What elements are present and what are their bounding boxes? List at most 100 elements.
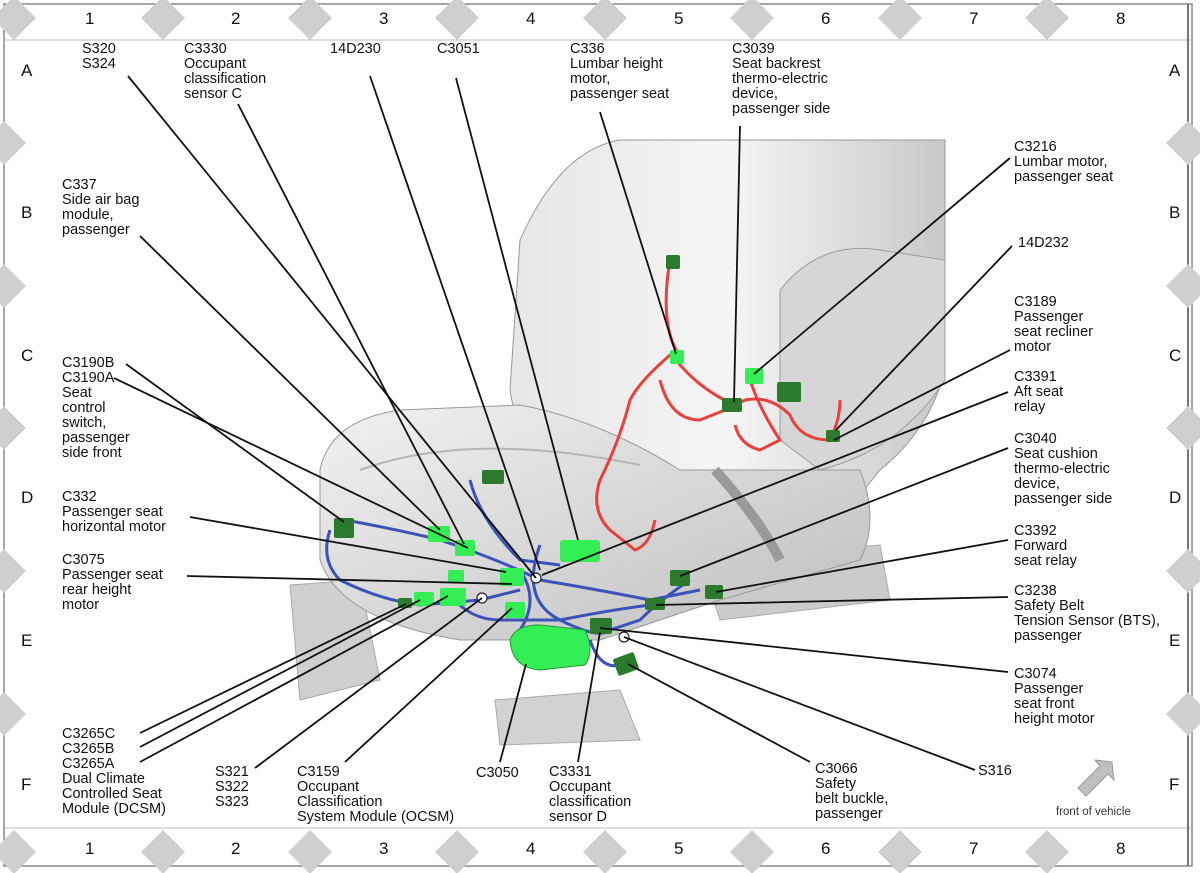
grid-col-top-8: 8 bbox=[1116, 9, 1126, 28]
grid-col-bottom-3: 3 bbox=[379, 839, 389, 858]
leader-c3331 bbox=[577, 631, 601, 763]
connector-c3216 bbox=[722, 398, 742, 412]
grid-col-top-3: 3 bbox=[379, 9, 389, 28]
connector-c3074 bbox=[590, 618, 612, 634]
callout-c3075: C3075 Passenger seat rear height motor bbox=[62, 552, 163, 613]
callout-c336: C336 Lumbar height motor, passenger seat bbox=[570, 41, 670, 102]
grid-col-bottom-5: 5 bbox=[674, 839, 684, 858]
connector-c3040 bbox=[560, 540, 600, 562]
leader-c337 bbox=[139, 235, 441, 531]
grid-diamond-bottom-0 bbox=[0, 830, 36, 873]
callout-c3066: C3066 Safety belt buckle, passenger bbox=[815, 761, 889, 822]
grid-diamond-right-3 bbox=[1166, 549, 1200, 593]
connector-c3238 bbox=[645, 598, 665, 610]
callout-c3159: C3159 Occupant Classification System Mod… bbox=[297, 764, 455, 825]
connector-c3075 bbox=[448, 570, 464, 582]
grid-diamond-bottom-5 bbox=[730, 830, 774, 873]
grid-diamond-top-1 bbox=[141, 0, 185, 40]
grid-diamond-top-3 bbox=[435, 0, 479, 40]
backrest-bolster bbox=[779, 247, 946, 471]
leader-c3265a bbox=[139, 595, 449, 763]
callout-14d230: 14D230 bbox=[330, 41, 381, 57]
connector-c3159 bbox=[505, 602, 525, 618]
callout-s316: S316 bbox=[978, 763, 1012, 779]
callout-14d232: 14D232 bbox=[1018, 235, 1069, 251]
connector-c336 bbox=[666, 255, 680, 269]
leader-c3040 bbox=[679, 447, 1009, 577]
grid-diamond-bottom-3 bbox=[435, 830, 479, 873]
callout-c3330: C3330 Occupant classification sensor C bbox=[184, 41, 267, 102]
leader-s316 bbox=[623, 636, 976, 771]
leader-14d232 bbox=[835, 245, 1013, 431]
grid-col-bottom-2: 2 bbox=[231, 839, 241, 858]
callout-s321: S321 S322 S323 bbox=[215, 764, 249, 810]
grid-row-left-C: C bbox=[21, 346, 34, 365]
connector-c336-inline bbox=[670, 350, 684, 364]
connector-c3189 bbox=[777, 382, 801, 402]
grid-col-bottom-4: 4 bbox=[526, 839, 536, 858]
front-arrow-icon bbox=[1077, 759, 1115, 797]
leader-c3391 bbox=[541, 391, 1009, 576]
leader-c3190b bbox=[125, 363, 345, 523]
grid-diamond-bottom-1 bbox=[141, 830, 185, 873]
grid-diamond-bottom-6 bbox=[878, 830, 922, 873]
grid-col-top-1: 1 bbox=[85, 9, 95, 28]
grid-diamond-bottom-4 bbox=[583, 830, 627, 873]
callout-c3190: C3190B C3190A Seat control switch, passe… bbox=[62, 355, 130, 461]
leader-c3265b bbox=[139, 599, 421, 748]
grid-row-right-C: C bbox=[1169, 346, 1182, 365]
grid-row-left-B: B bbox=[21, 203, 33, 222]
connector-c3066 bbox=[613, 652, 639, 676]
front-of-vehicle-label: front of vehicle bbox=[1056, 806, 1131, 818]
grid-diamond-left-4 bbox=[0, 692, 26, 736]
connector-c3051 bbox=[482, 470, 504, 484]
grid-row-right-F: F bbox=[1169, 775, 1180, 794]
leader-c3039 bbox=[733, 125, 741, 403]
grid-row-right-B: B bbox=[1169, 203, 1181, 222]
leader-c3066 bbox=[627, 663, 811, 763]
leader-c3159 bbox=[344, 607, 513, 763]
grid-col-top-7: 7 bbox=[969, 9, 979, 28]
callout-c3331: C3331 Occupant classification sensor D bbox=[549, 764, 632, 825]
grid-row-left-D: D bbox=[21, 488, 34, 507]
callout-c3050: C3050 bbox=[476, 765, 519, 781]
grid-diamond-top-5 bbox=[730, 0, 774, 40]
leader-c3189 bbox=[833, 349, 1011, 441]
connector-14d232 bbox=[826, 430, 840, 442]
grid-row-left-A: A bbox=[21, 61, 33, 80]
grid-diamond-right-0 bbox=[1166, 121, 1200, 165]
callout-c3040: C3040 Seat cushion thermo-electric devic… bbox=[1014, 431, 1113, 507]
connector-s321 bbox=[440, 588, 466, 606]
callout-c3392: C3392 Forward seat relay bbox=[1014, 523, 1077, 569]
grid-row-right-D: D bbox=[1169, 488, 1182, 507]
leader-c3074 bbox=[599, 627, 1009, 673]
callout-c3074: C3074 Passenger seat front height motor bbox=[1014, 666, 1095, 727]
connector-c332 bbox=[500, 568, 524, 586]
connector-c3392 bbox=[705, 585, 723, 599]
grid-row-right-E: E bbox=[1169, 631, 1181, 650]
seat-rail-bottom bbox=[494, 689, 641, 746]
connector-c3050 bbox=[509, 624, 591, 671]
callout-c3391: C3391 Aft seat relay bbox=[1014, 369, 1064, 415]
grid-diamond-top-7 bbox=[1025, 0, 1069, 40]
callout-c337: C337 Side air bag module, passenger bbox=[62, 177, 140, 238]
grid-diamond-bottom-2 bbox=[288, 830, 332, 873]
grid-diamond-right-1 bbox=[1166, 264, 1200, 308]
connectors bbox=[334, 255, 840, 676]
leader-c3051 bbox=[455, 77, 579, 541]
grid-col-top-6: 6 bbox=[821, 9, 831, 28]
callout-c3265: C3265C C3265B C3265A Dual Climate Contro… bbox=[62, 726, 166, 817]
grid-col-bottom-6: 6 bbox=[821, 839, 831, 858]
grid-diamond-left-1 bbox=[0, 264, 26, 308]
grid-col-bottom-7: 7 bbox=[969, 839, 979, 858]
grid-col-top-2: 2 bbox=[231, 9, 241, 28]
grid-diamond-left-0 bbox=[0, 121, 26, 165]
callout-c3238: C3238 Safety Belt Tension Sensor (BTS), … bbox=[1014, 583, 1160, 644]
grid-row-left-E: E bbox=[21, 631, 33, 650]
grid-col-top-5: 5 bbox=[674, 9, 684, 28]
leader-s321 bbox=[254, 597, 483, 769]
callout-s320-s324: S320 S324 bbox=[82, 41, 116, 72]
grid-row-right-A: A bbox=[1169, 61, 1181, 80]
